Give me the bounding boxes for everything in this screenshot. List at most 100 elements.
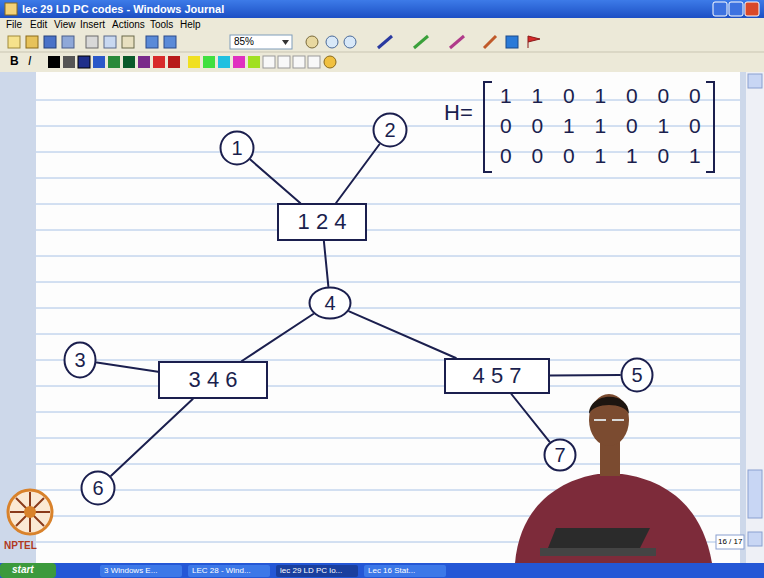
toolbar-icons xyxy=(8,35,540,49)
variable-node-circle: 7 xyxy=(543,438,577,472)
node-label: 3 4 6 xyxy=(189,368,238,392)
toolbar-icon xyxy=(26,36,38,48)
graph-edge xyxy=(511,394,549,442)
node-label: 5 xyxy=(631,364,642,386)
toolbar-icon xyxy=(326,36,338,48)
variable-node-circle: 4 xyxy=(308,286,352,320)
color-palette xyxy=(48,56,336,68)
menu-item: Actions xyxy=(112,19,145,31)
toolbar-icon xyxy=(44,36,56,48)
page-indicator-box xyxy=(716,535,744,549)
taskbar-label: lec 29 LD PC lo... xyxy=(280,566,342,575)
menu-item: Tools xyxy=(150,19,173,31)
color-swatch xyxy=(188,56,200,68)
highlighter-icon xyxy=(414,36,428,48)
menu-item: View xyxy=(54,19,76,31)
emblem-ring xyxy=(8,490,52,534)
color-swatch xyxy=(248,56,260,68)
variable-node-circle: 3 xyxy=(63,341,97,379)
color-swatch xyxy=(218,56,230,68)
toolbar-icon xyxy=(146,36,158,48)
presenter-shirt xyxy=(515,474,712,563)
taskbar-item xyxy=(276,565,358,577)
maximize-button xyxy=(729,2,743,16)
journal-page xyxy=(36,72,740,563)
graph-edge xyxy=(251,160,301,203)
emblem-spokes xyxy=(10,492,50,532)
emblem-hub xyxy=(24,506,36,518)
graph-edge xyxy=(336,144,379,203)
taskbar-label: 3 Windows E... xyxy=(104,566,157,575)
scrollbar xyxy=(746,72,764,563)
color-swatch xyxy=(63,56,75,68)
menu-item: Help xyxy=(180,19,201,31)
taskbar-label: Lec 16 Stat... xyxy=(368,566,415,575)
minimize-button xyxy=(713,2,727,16)
color-swatch xyxy=(308,56,320,68)
node-label: 3 xyxy=(74,349,85,371)
presenter xyxy=(515,394,712,563)
color-swatch xyxy=(123,56,135,68)
node-label: 6 xyxy=(92,477,103,499)
matrix-row: 0 0 1 1 0 1 0 xyxy=(500,114,701,138)
laptop-base xyxy=(540,548,656,556)
taskbar-item xyxy=(364,565,446,577)
menu-item: Insert xyxy=(80,19,105,31)
taskbar-label: LEC 28 - Wind... xyxy=(192,566,251,575)
toolbar-icon xyxy=(506,36,518,48)
presenter-glasses xyxy=(594,419,624,421)
laptop xyxy=(548,528,650,548)
toolbar-icon xyxy=(122,36,134,48)
scroll-arrow xyxy=(748,532,762,546)
matrix-name: H= xyxy=(444,100,473,125)
canvas-ground xyxy=(0,72,746,563)
nptel-logo-text: NPTEL xyxy=(4,540,37,552)
toolbar-icon xyxy=(324,56,336,68)
graph-edge xyxy=(242,314,313,361)
color-swatch xyxy=(153,56,165,68)
matrix-bracket-right xyxy=(706,82,714,172)
toolbar-icon xyxy=(62,36,74,48)
toolbar-icon xyxy=(104,36,116,48)
color-swatch xyxy=(203,56,215,68)
color-swatch xyxy=(293,56,305,68)
taskbar-item xyxy=(100,565,182,577)
flag-icon xyxy=(528,36,540,48)
window-title: lec 29 LD PC codes - Windows Journal xyxy=(22,3,224,16)
matrix-bracket-left xyxy=(484,82,492,172)
nptel-emblem xyxy=(8,490,52,534)
presenter-head xyxy=(589,394,629,446)
start-label: start xyxy=(12,564,34,576)
circle-outline xyxy=(82,472,115,505)
variable-node-circle: 2 xyxy=(372,112,408,148)
taskbar-item xyxy=(188,565,270,577)
circle-outline xyxy=(374,114,407,147)
variable-node-circle: 6 xyxy=(80,470,116,506)
node-label: 4 xyxy=(324,292,335,314)
close-button xyxy=(745,2,759,16)
color-swatch xyxy=(168,56,180,68)
variable-node-circle: 5 xyxy=(620,357,654,393)
menu-item: File xyxy=(6,19,22,31)
graph-edge xyxy=(349,311,456,358)
color-swatch xyxy=(78,56,90,68)
menu-bar xyxy=(0,18,764,32)
color-swatch xyxy=(108,56,120,68)
zoom-level: 85% xyxy=(234,36,254,48)
toolbar-icon xyxy=(344,36,356,48)
pen-icon xyxy=(378,36,392,48)
app-icon xyxy=(5,3,17,15)
color-swatch xyxy=(48,56,60,68)
check-node-box: 1 2 4 xyxy=(277,203,367,241)
eraser-icon xyxy=(450,36,464,48)
graph-edge xyxy=(97,363,158,372)
menu-item: Edit xyxy=(30,19,47,31)
graph-edge xyxy=(550,374,620,377)
scroll-thumb xyxy=(748,470,762,518)
circle-outline xyxy=(221,132,254,165)
graph-edge xyxy=(111,399,193,476)
taskbar xyxy=(0,563,764,578)
check-node-box: 4 5 7 xyxy=(444,358,550,394)
color-swatch xyxy=(138,56,150,68)
